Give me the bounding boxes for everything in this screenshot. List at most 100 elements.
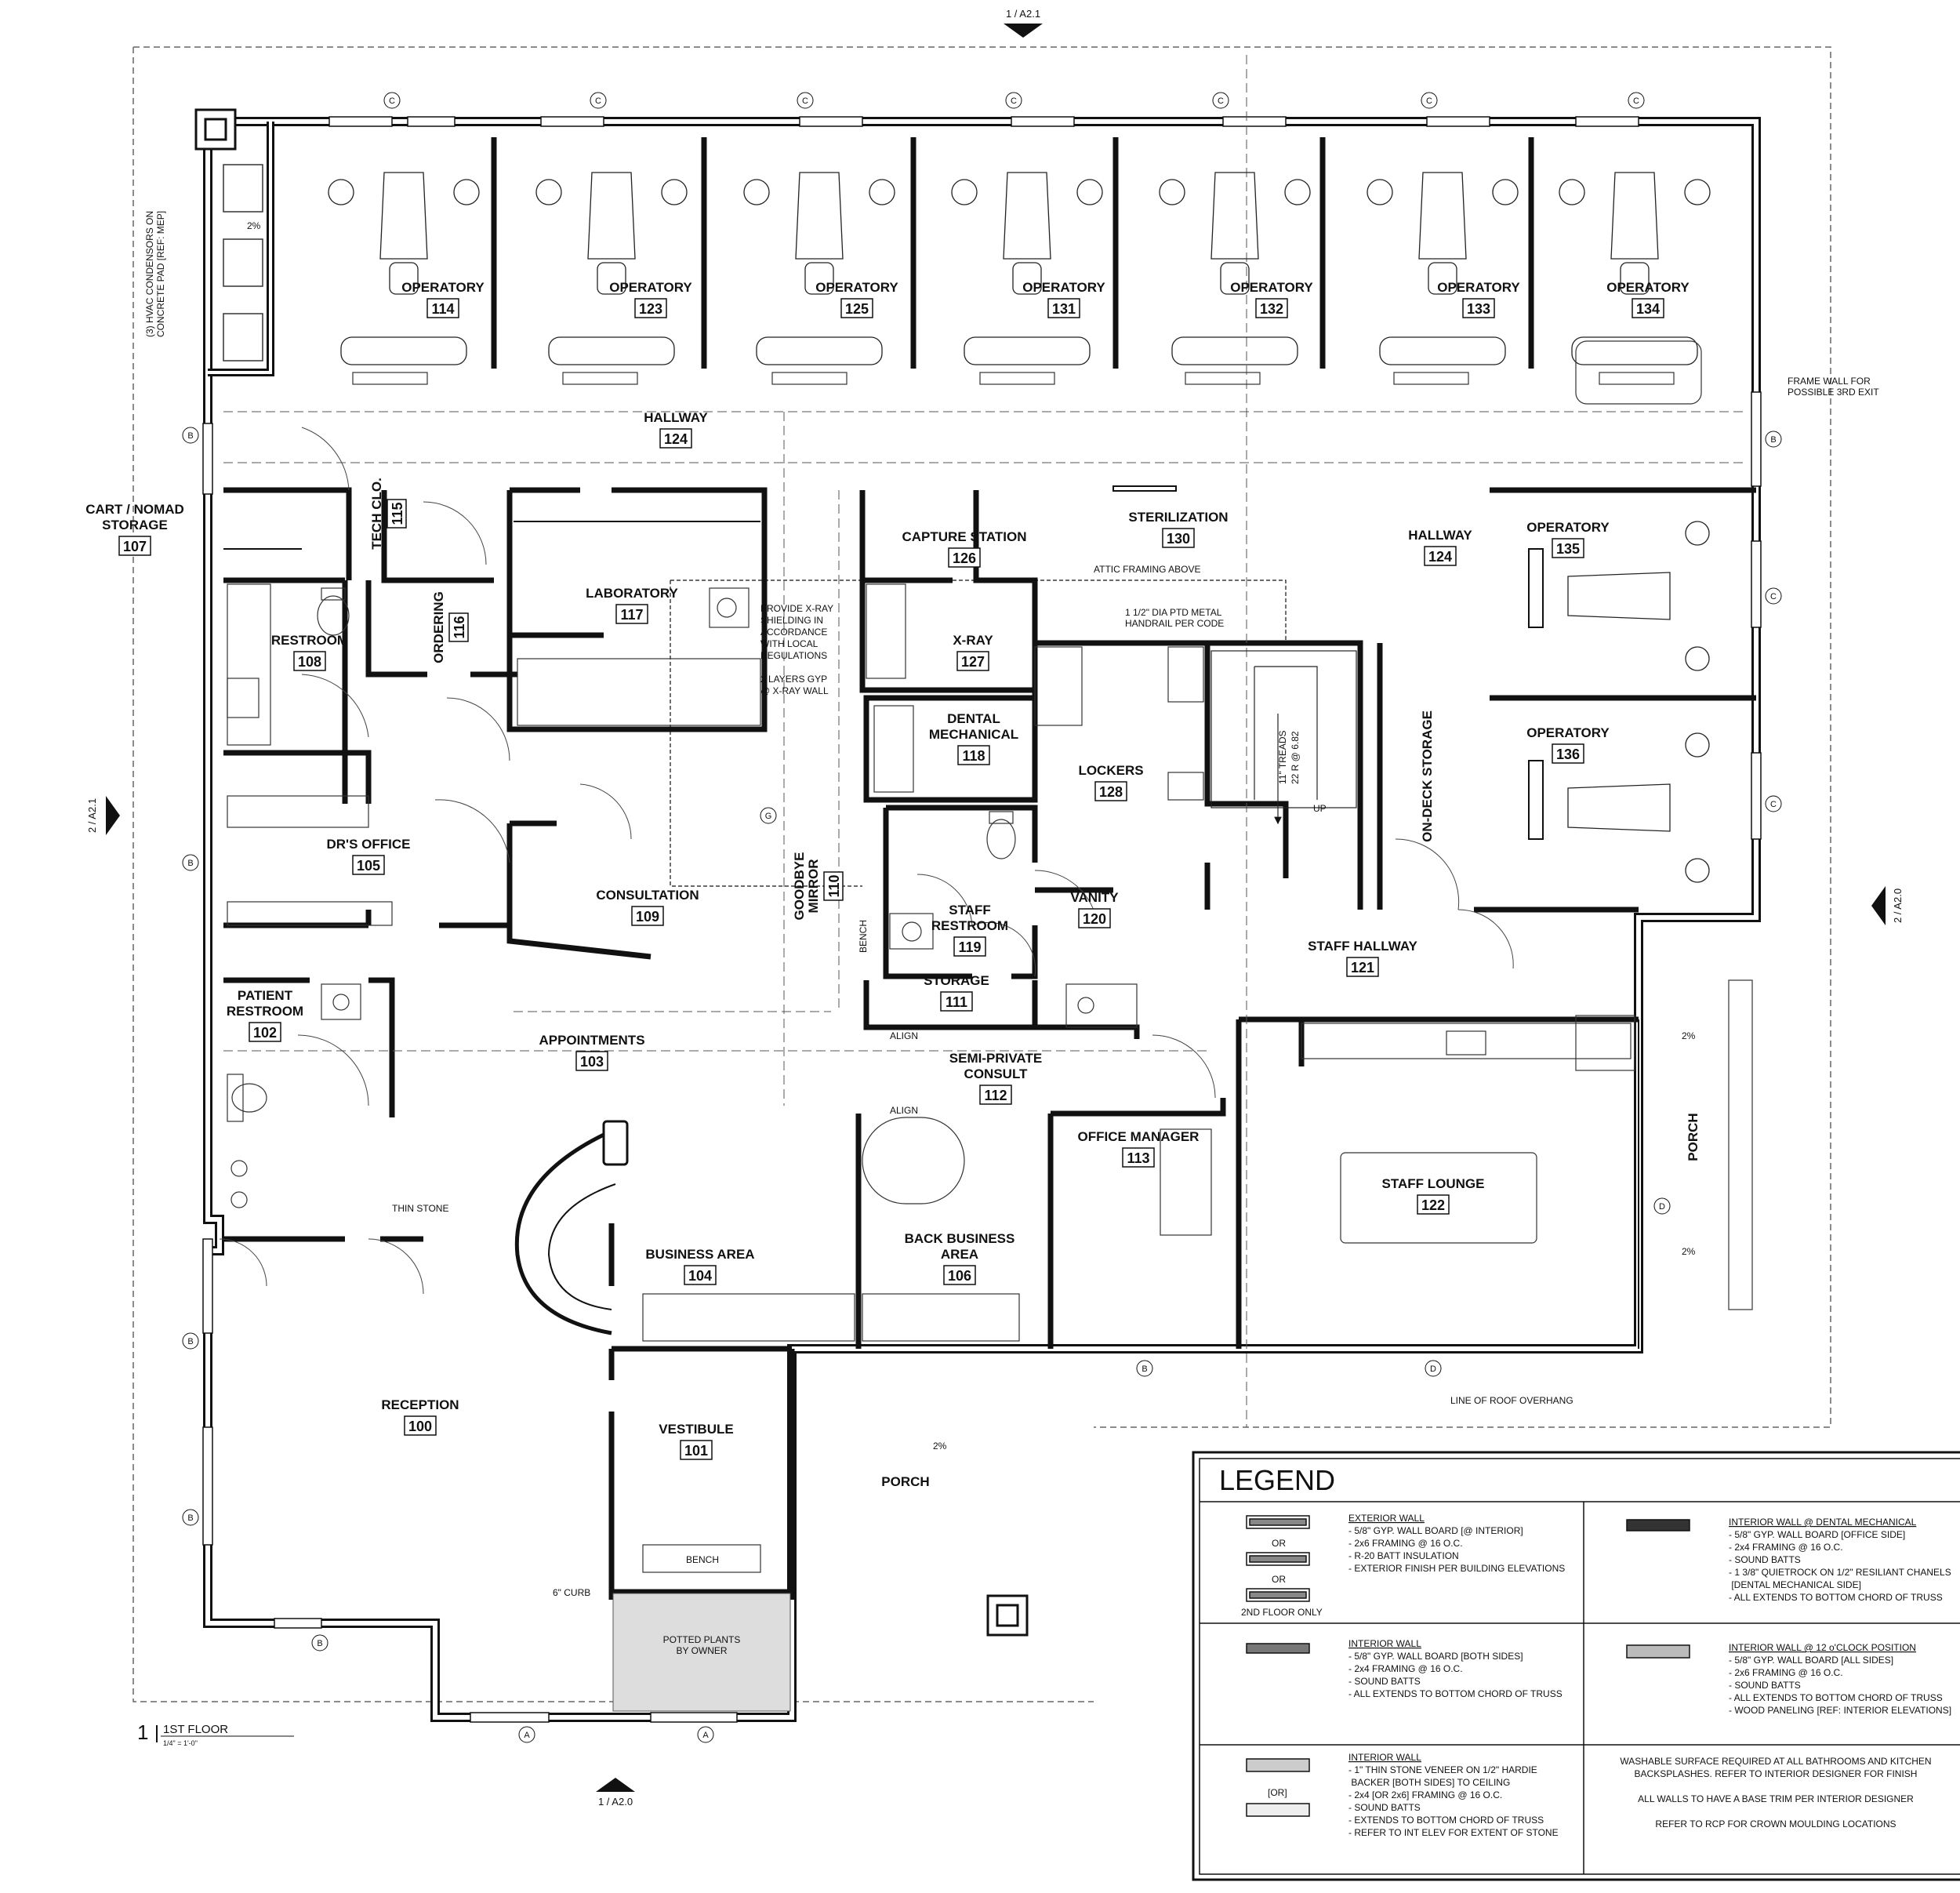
room-label: STAFF HALLWAY: [1308, 939, 1417, 954]
dental-chair: [1367, 172, 1519, 365]
room-label: ORDERING: [431, 591, 446, 663]
door-swings: [219, 427, 1514, 1295]
room-number: 121: [1351, 960, 1374, 976]
room-number: 109: [636, 909, 659, 925]
room-lounge122: STAFF LOUNGE 122: [1382, 1176, 1485, 1215]
room-number: 124: [1428, 549, 1452, 565]
room-label: VANITY: [1070, 890, 1119, 905]
room-number: 122: [1421, 1197, 1445, 1213]
curb-note: 6" CURB: [553, 1587, 590, 1598]
room-label-2: CONSULT: [964, 1066, 1029, 1081]
legend-dental-wall: INTERIOR WALL @ DENTAL MECHANICAL- 5/8" …: [1729, 1517, 1951, 1603]
room-number: 132: [1260, 301, 1283, 317]
elev-ref-south: 1 / A2.0: [598, 1796, 633, 1808]
room-label: X-RAY: [953, 633, 993, 648]
room-number: 117: [620, 607, 643, 623]
thin-walls: [223, 485, 1639, 1349]
room-number: 114: [431, 301, 454, 317]
room-op131: OPERATORY 131: [1022, 280, 1105, 318]
room-number: 115: [390, 502, 405, 525]
svg-text:B: B: [1770, 435, 1776, 445]
room-label: GOODBYE: [792, 852, 807, 921]
room-number: 131: [1052, 301, 1076, 317]
room-label: STAFF LOUNGE: [1382, 1176, 1485, 1191]
room-number: 123: [639, 301, 662, 317]
room-label-2: AREA: [941, 1247, 978, 1262]
svg-text:B: B: [1142, 1364, 1147, 1374]
svg-text:C: C: [1426, 96, 1432, 106]
room-staffhall121: STAFF HALLWAY 121: [1308, 939, 1418, 977]
room-label: RECEPTION: [381, 1397, 459, 1412]
room-number: 133: [1467, 301, 1490, 317]
room-label: APPOINTMENTS: [539, 1033, 644, 1048]
room-label: OPERATORY: [401, 280, 485, 295]
slope-note-hvac: 2%: [247, 220, 261, 231]
align-note-2: ALIGN: [890, 1105, 918, 1116]
svg-text:B: B: [317, 1639, 322, 1648]
room-number: 108: [298, 654, 321, 670]
slope-note-south: 2%: [933, 1441, 947, 1452]
align-note-1: ALIGN: [890, 1030, 918, 1041]
room-number: 126: [953, 550, 976, 566]
bench-mirror-note: BENCH: [858, 920, 869, 953]
svg-text:C: C: [1218, 96, 1224, 106]
room-label: LABORATORY: [586, 586, 678, 601]
dental-chair: [743, 172, 895, 365]
room-label: HALLWAY: [644, 410, 708, 425]
slope-note-porch1: 2%: [1682, 1030, 1696, 1041]
room-label: STERILIZATION: [1128, 510, 1228, 525]
windows: [202, 116, 1762, 1723]
room-number: 111: [946, 994, 967, 1010]
svg-text:B: B: [187, 1337, 193, 1346]
legend: LEGEND OR OR 2ND FLOOR ONLY [OR] EXTERIO…: [1192, 1451, 1960, 1881]
grid-marker: B: [1136, 1360, 1153, 1377]
room-label: STAFF: [949, 903, 991, 917]
room-label-2: RESTROOM: [227, 1004, 303, 1019]
room-label: CAPTURE STATION: [902, 529, 1027, 544]
room-number: 128: [1099, 784, 1123, 800]
room-number: 112: [984, 1088, 1007, 1103]
hvac-pads: [223, 164, 263, 362]
svg-text:C: C: [389, 96, 395, 106]
room-label: SEMI-PRIVATE: [949, 1051, 1042, 1066]
grid-marker: A: [697, 1726, 714, 1743]
porch-south-label: PORCH: [881, 1474, 929, 1489]
grid-marker: C: [1005, 92, 1022, 109]
reference-lines: [223, 55, 1744, 1427]
room-label: OPERATORY: [1022, 280, 1105, 295]
room-label: DR'S OFFICE: [327, 837, 411, 852]
room-number: 102: [253, 1025, 277, 1041]
room-ordering116: ORDERING 116: [431, 591, 469, 663]
legend-or-2: OR: [1272, 1574, 1286, 1585]
room-label: RESTROOM: [271, 633, 348, 648]
svg-text:D: D: [1430, 1364, 1436, 1374]
grid-marker: C: [1765, 587, 1782, 605]
svg-text:D: D: [1659, 1202, 1665, 1212]
grid-marker: B: [311, 1634, 328, 1651]
legend-interior-wall: INTERIOR WALL- 5/8" GYP. WALL BOARD [BOT…: [1348, 1638, 1563, 1699]
roof-overhang-note: LINE OF ROOF OVERHANG: [1450, 1395, 1573, 1406]
room-number: 110: [826, 874, 842, 897]
svg-text:C: C: [1011, 96, 1017, 106]
grid-marker: B: [1765, 431, 1782, 448]
room-number: 135: [1556, 541, 1580, 557]
room-number: 116: [452, 616, 467, 638]
hvac-note: (3) HVAC CONDENSORS ONCONCRETE PAD [REF:…: [144, 211, 166, 337]
room-label: OPERATORY: [1437, 280, 1520, 295]
room-label: BACK BUSINESS: [905, 1231, 1015, 1246]
room-capture126: CAPTURE STATION 126: [902, 529, 1027, 568]
legend-or-1: OR: [1272, 1538, 1286, 1549]
